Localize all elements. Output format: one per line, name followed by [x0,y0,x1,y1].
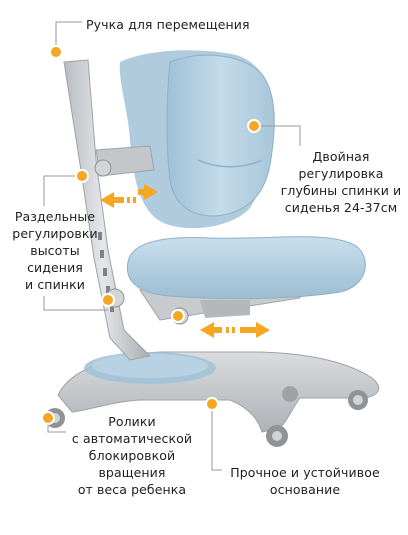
label-base-line: Прочное и устойчивое [230,465,380,480]
label-handle: Ручка для перемещения [86,16,250,33]
double-arrow-icon [200,322,270,338]
label-height-line: высоты [30,243,80,258]
label-base: Прочное и устойчивое основание [224,464,386,498]
double-arrow-icon [100,184,158,208]
label-wheels-line: от веса ребенка [77,482,187,497]
backrest-pole [63,59,152,361]
label-depth-line: сиденья 24-37см [284,200,398,215]
marker-dot-icon [205,397,219,411]
label-height-adjustment: Раздельные регулировки высоты сидения и … [2,208,108,293]
label-depth-line: регулировка [298,166,384,181]
marker-dot-icon [41,411,55,425]
leader-lines [43,21,301,471]
marker-dot-icon [171,309,185,323]
marker-dots [41,45,261,425]
label-height-line: и спинки [25,277,85,292]
marker-dot-icon [247,119,261,133]
label-depth-line: глубины спинки и [280,183,402,198]
marker-dot-icon [75,169,89,183]
seat-cushion [126,236,366,300]
marker-dot-icon [49,45,63,59]
label-height-line: сидения [27,260,83,275]
backrest [119,50,275,229]
label-wheels-line: блокировкой [88,448,176,463]
marker-dot-icon [101,293,115,307]
label-height-line: Раздельные [14,209,96,224]
label-height-line: регулировки [12,226,98,241]
label-wheels-line: с автоматической [71,431,193,446]
label-wheels: Ролики с автоматической блокировкой вращ… [70,413,194,498]
label-base-line: основание [269,482,341,497]
chair-base [57,351,380,433]
label-handle-line: Ручка для перемещения [86,17,250,32]
label-wheels-line: Ролики [108,414,156,429]
label-wheels-line: вращения [98,465,166,480]
upper-height-knob [94,159,112,177]
label-depth-line: Двойная [312,149,370,164]
label-depth-adjustment: Двойная регулировка глубины спинки и сид… [278,148,404,216]
